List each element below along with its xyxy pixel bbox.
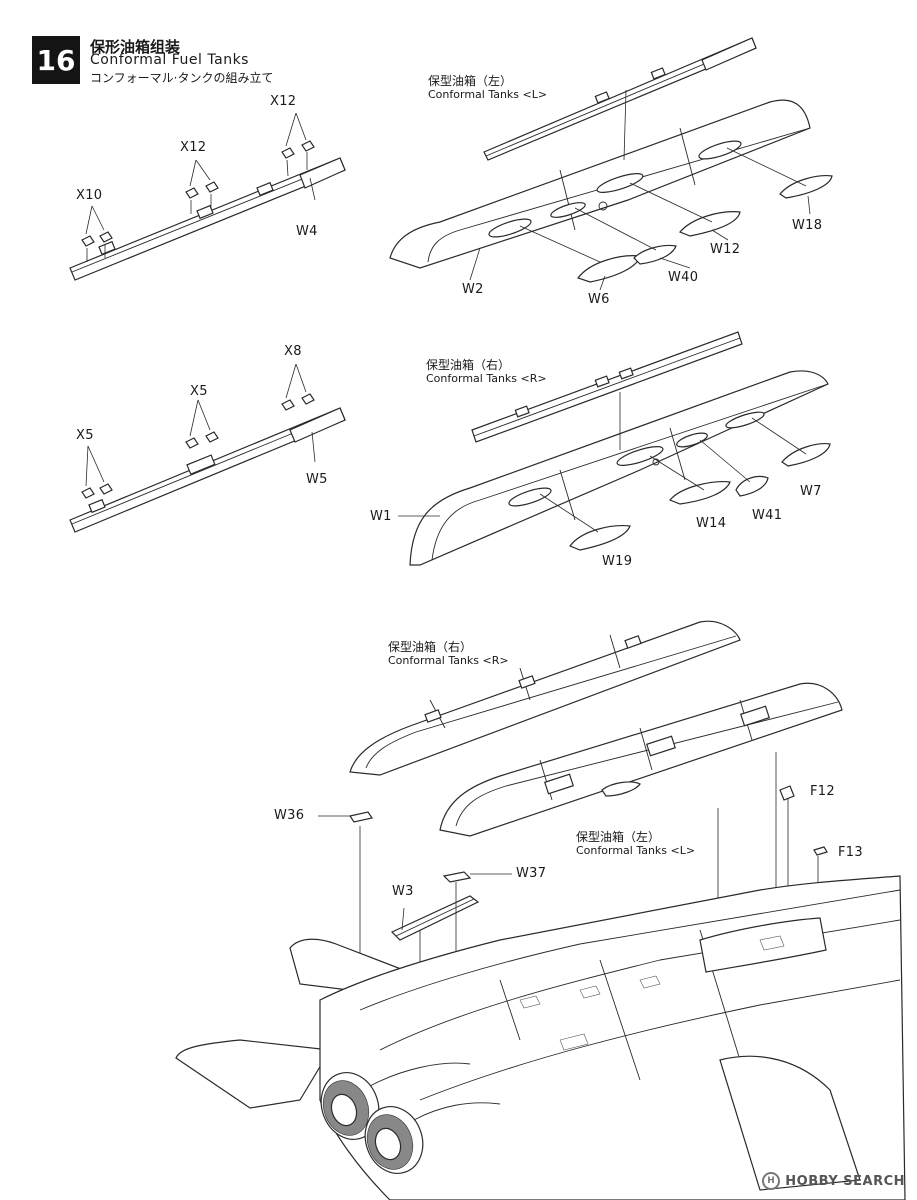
part-x10: X10: [76, 188, 103, 203]
watermark: H HOBBY SEARCH: [762, 1172, 905, 1190]
aircraft-rear-fuselage: [175, 875, 906, 1200]
part-x12-right: X12: [270, 94, 297, 109]
part-w12: W12: [710, 242, 741, 257]
part-w40: W40: [668, 270, 699, 285]
step-title-chinese: 保形油箱组装: [90, 38, 181, 56]
rail-w4: [69, 157, 346, 281]
part-w5: W5: [306, 472, 328, 487]
part-w1: W1: [370, 509, 392, 524]
rail-w5: [69, 363, 346, 533]
part-x5-left: X5: [76, 428, 94, 443]
part-x8: X8: [284, 344, 302, 359]
clips-x12-x10: [81, 112, 316, 262]
tank-right-bottom: [349, 620, 741, 776]
label-tank-left-top: 保型油箱（左） Conformal Tanks <L>: [428, 74, 548, 101]
part-x12-left: X12: [180, 140, 207, 155]
part-w2: W2: [462, 282, 484, 297]
label-tank-left-bottom: 保型油箱（左） Conformal Tanks <L>: [576, 830, 696, 857]
part-w7: W7: [800, 484, 822, 499]
label-tank-right-mid: 保型油箱（右） Conformal Tanks <R>: [426, 358, 547, 385]
step-title-english: Conformal Fuel Tanks: [90, 52, 249, 68]
tank-left-bottom: [439, 682, 843, 837]
step-number-badge: 16: [32, 36, 80, 84]
part-w18: W18: [792, 218, 823, 233]
hobby-search-logo-icon: H: [762, 1172, 781, 1190]
part-w41: W41: [752, 508, 783, 523]
part-w3: W3: [392, 884, 414, 899]
part-w14: W14: [696, 516, 727, 531]
tank-right-mid: [398, 331, 831, 566]
part-x5-right: X5: [190, 384, 208, 399]
step-title-japanese: コンフォーマル·タンクの組み立て: [90, 71, 274, 85]
tank-left-top: [389, 37, 833, 291]
part-w37: W37: [516, 866, 547, 881]
part-f12: F12: [810, 784, 835, 799]
part-w6: W6: [588, 292, 610, 307]
part-w4: W4: [296, 224, 318, 239]
part-w36: W36: [274, 808, 305, 823]
part-f13: F13: [838, 845, 863, 860]
part-w19: W19: [602, 554, 633, 569]
label-tank-right-bottom: 保型油箱（右） Conformal Tanks <R>: [388, 640, 509, 667]
